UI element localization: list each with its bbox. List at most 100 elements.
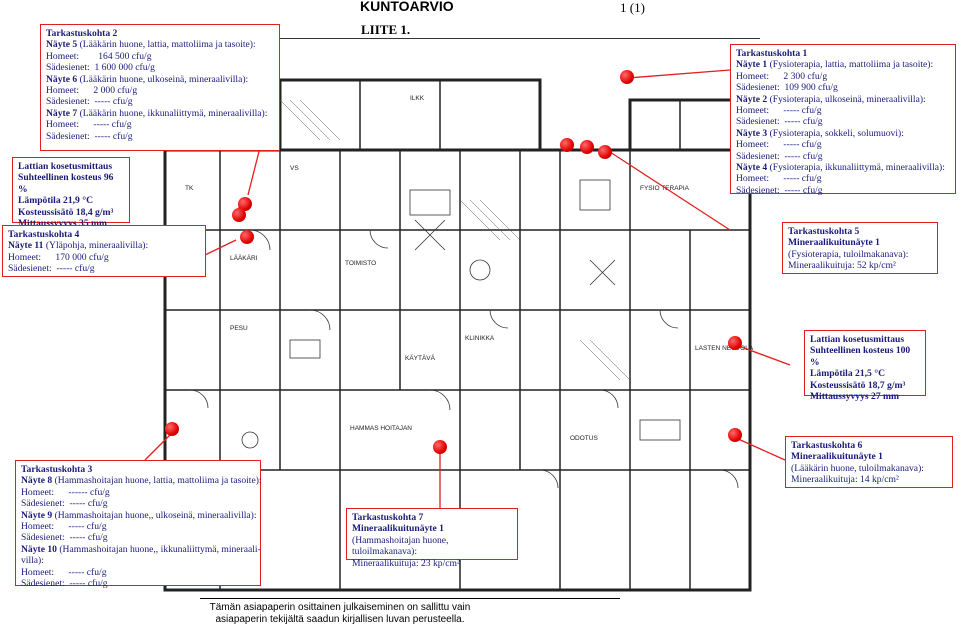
sample-text: (Fysioterapia, ulkoseinä, mineraalivilla… bbox=[767, 93, 926, 105]
sample-id: Näyte 3 bbox=[736, 127, 768, 139]
box-line: (Fysioterapia, tuloilmakanava): bbox=[788, 248, 909, 260]
document-title: KUNTOARVIO bbox=[360, 0, 454, 14]
inspection-point-7: Tarkastuskohta 7 Mineraalikuitunäyte 1 (… bbox=[346, 508, 518, 569]
sample-id: Näyte 9 bbox=[21, 509, 53, 521]
sample-line: Sädesienet: ----- cfu/g bbox=[21, 578, 255, 589]
sample-id: Näyte 4 bbox=[736, 162, 768, 174]
sample-text: Sädesienet: ----- cfu/g bbox=[8, 263, 95, 275]
sample-line: Näyte 6 (Lääkärin huone, ulkoseinä, mine… bbox=[46, 74, 274, 85]
box-title: Tarkastuskohta 5 bbox=[788, 226, 860, 237]
moisture-depth: Mittaussyvyys 27 mm bbox=[810, 391, 900, 403]
sample-text: Sädesienet: ----- cfu/g bbox=[46, 96, 133, 108]
sample-line: Sädesienet: ----- cfu/g bbox=[21, 532, 255, 543]
footer-line-1: Tämän asiapaperin osittainen julkaisemin… bbox=[209, 602, 471, 613]
inspection-point-5: Tarkastuskohta 5 Mineraalikuitunäyte 1 (… bbox=[782, 222, 938, 274]
sample-line: Sädesienet: ----- cfu/g bbox=[736, 151, 950, 162]
sample-id: Näyte 6 bbox=[46, 73, 78, 85]
box-line: (Lääkärin huone, tuloilmakanava): bbox=[791, 462, 924, 474]
box-subtitle: Mineraalikuitunäyte 1 bbox=[791, 451, 883, 463]
sample-text: Homeet: 2 000 cfu/g bbox=[46, 85, 138, 97]
sample-line: Näyte 7 (Lääkärin huone, ikkunaliittymä,… bbox=[46, 108, 274, 119]
sample-marker bbox=[232, 208, 246, 222]
sample-line: Sädesienet: ----- cfu/g bbox=[46, 96, 274, 107]
sample-text: Sädesienet: ----- cfu/g bbox=[21, 498, 108, 510]
box-title: Tarkastuskohta 6 bbox=[791, 440, 863, 451]
moisture-rh: Suhteellinen kosteus 100 % bbox=[810, 345, 911, 368]
sample-text: (Hammashoitajan huone,, ikkunaliittymä, … bbox=[56, 543, 261, 555]
sample-marker bbox=[620, 70, 634, 84]
footer-notice: Tämän asiapaperin osittainen julkaisemin… bbox=[200, 602, 480, 626]
sample-line: Homeet: 2 300 cfu/g bbox=[736, 71, 950, 82]
plan-label: VS bbox=[290, 165, 299, 172]
plan-label: ODOTUS bbox=[570, 435, 598, 442]
sample-text: Sädesienet: ----- cfu/g bbox=[736, 116, 823, 128]
sample-text: (Lääkärin huone, lattia, mattoliima ja t… bbox=[77, 39, 256, 51]
sample-text: villa): bbox=[21, 555, 44, 567]
plan-label: TOIMISTO bbox=[345, 260, 376, 267]
sample-line: Näyte 4 (Fysioterapia, ikkunaliittymä, m… bbox=[736, 162, 950, 173]
sample-text: (Hammashoitajan huone, lattia, mattoliim… bbox=[52, 475, 262, 487]
sample-id: Näyte 2 bbox=[736, 93, 768, 105]
moisture-temp: Lämpötila 21,9 °C bbox=[18, 195, 93, 207]
header-rule bbox=[160, 38, 760, 39]
inspection-point-1: Tarkastuskohta 1 Näyte 1 (Fysioterapia, … bbox=[730, 44, 956, 196]
sample-text: Sädesienet: ----- cfu/g bbox=[736, 184, 823, 196]
sample-line: Homeet: ----- cfu/g bbox=[736, 173, 950, 184]
sample-text: (Lääkärin huone, ikkunaliittymä, mineraa… bbox=[77, 107, 268, 119]
box-line: (Hammashoitajan huone, tuloilmakanava): bbox=[352, 534, 449, 558]
sample-text: Homeet: ----- cfu/g bbox=[46, 119, 132, 131]
moisture-depth: Mittaussyvyys 35 mm bbox=[18, 218, 108, 230]
inspection-point-6: Tarkastuskohta 6 Mineraalikuitunäyte 1 (… bbox=[785, 436, 953, 488]
sample-text: Homeet: 164 500 cfu/g bbox=[46, 50, 152, 62]
sample-text: Sädesienet: ----- cfu/g bbox=[46, 130, 133, 142]
plan-label: KLINIKKA bbox=[465, 335, 495, 342]
plan-label: PESU bbox=[230, 325, 248, 332]
moisture-content: Kosteussisätö 18,4 g/m³ bbox=[18, 206, 114, 218]
appendix-label: LIITE 1. bbox=[361, 22, 411, 37]
sample-line: Sädesienet: 1 600 000 cfu/g bbox=[46, 62, 274, 73]
plan-label: KÄYTÄVÄ bbox=[405, 354, 436, 362]
sample-text: (Fysioterapia, ikkunaliittymä, mineraali… bbox=[767, 162, 945, 174]
sample-line: villa): bbox=[21, 555, 255, 566]
sample-marker bbox=[728, 336, 742, 350]
sample-text: Sädesienet: ----- cfu/g bbox=[21, 532, 108, 544]
sample-text: Sädesienet: ----- cfu/g bbox=[21, 578, 108, 590]
sample-line: Homeet: ----- cfu/g bbox=[736, 105, 950, 116]
sample-line: Homeet: 164 500 cfu/g bbox=[46, 51, 274, 62]
footer-rule bbox=[200, 598, 620, 599]
sample-line: Homeet: 2 000 cfu/g bbox=[46, 85, 274, 96]
plan-label: FYSIO TERAPIA bbox=[640, 185, 690, 192]
sample-text: Homeet: ----- cfu/g bbox=[736, 173, 822, 185]
sample-line: Näyte 5 (Lääkärin huone, lattia, mattoli… bbox=[46, 39, 274, 50]
plan-label: LÄÄKÄRI bbox=[230, 254, 258, 262]
moisture-title: Lattian kosetusmittaus bbox=[18, 161, 113, 172]
plan-label: ILKK bbox=[410, 95, 425, 102]
sample-text: Homeet: ----- cfu/g bbox=[736, 105, 822, 117]
sample-marker bbox=[433, 440, 447, 454]
plan-label: TK bbox=[185, 185, 194, 192]
sample-text: (Lääkärin huone, ulkoseinä, mineraalivil… bbox=[77, 73, 249, 85]
sample-line: Homeet: ----- cfu/g bbox=[21, 521, 255, 532]
box-subtitle: Mineraalikuitunäyte 1 bbox=[788, 237, 880, 249]
sample-id: Näyte 1 bbox=[736, 59, 768, 71]
sample-line: Näyte 9 (Hammashoitajan huone,, ulkosein… bbox=[21, 509, 257, 521]
sample-id: Näyte 5 bbox=[46, 39, 78, 51]
sample-id: Näyte 11 bbox=[8, 240, 44, 252]
sample-text: Sädesienet: 1 600 000 cfu/g bbox=[46, 62, 155, 74]
footer-line-2: asiapaperin tekijältä saadun kirjallisen… bbox=[215, 614, 465, 625]
sample-line: Näyte 10 (Hammashoitajan huone,, ikkunal… bbox=[21, 544, 261, 555]
box-line: Mineraalikuituja: 23 kp/cm² bbox=[352, 557, 460, 569]
moisture-title: Lattian kosetusmittaus bbox=[810, 334, 905, 345]
floor-plan: TK VS ILKK PESU TOIMISTO KLINIKKA LASTEN… bbox=[163, 78, 754, 592]
sample-text: Sädesienet: 109 900 cfu/g bbox=[736, 82, 838, 94]
box-title: Tarkastuskohta 1 bbox=[736, 48, 808, 59]
sample-id: Näyte 7 bbox=[46, 107, 78, 119]
box-title: Tarkastuskohta 3 bbox=[21, 464, 93, 475]
sample-line: Sädesienet: ----- cfu/g bbox=[8, 263, 200, 274]
sample-text: (Fysioterapia, lattia, mattoliima ja tas… bbox=[767, 59, 934, 71]
sample-text: Homeet: 2 300 cfu/g bbox=[736, 70, 828, 82]
box-line: Mineraalikuituja: 52 kp/cm² bbox=[788, 260, 896, 272]
page-number: 1 (1) bbox=[620, 0, 645, 15]
sample-line: Näyte 1 (Fysioterapia, lattia, mattoliim… bbox=[736, 59, 950, 70]
moisture-content: Kosteussisätö 18,7 g/m³ bbox=[810, 379, 906, 391]
